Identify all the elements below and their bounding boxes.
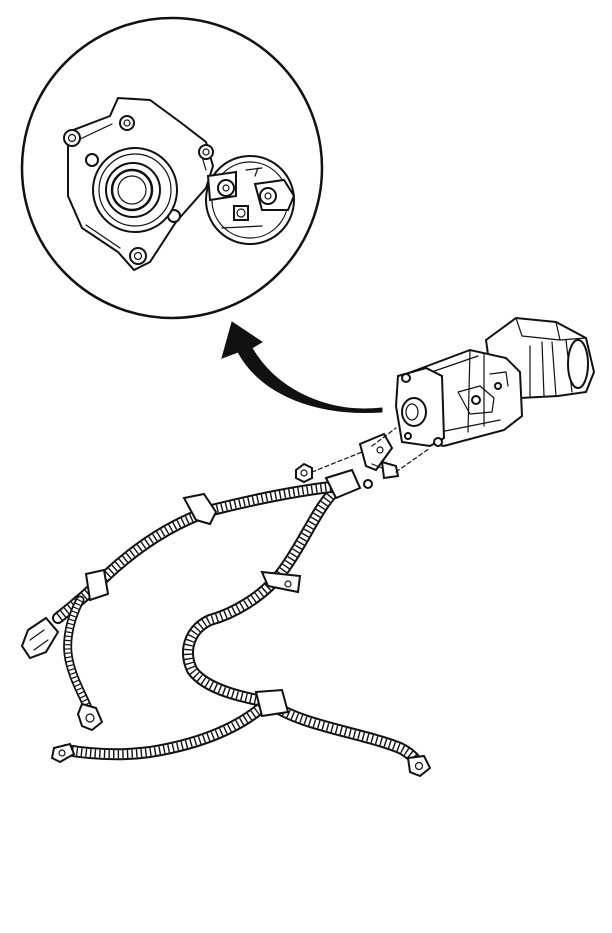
terminal-bracket: [358, 432, 400, 489]
harness-clip-upper: [182, 492, 218, 526]
terminal-nut: [295, 462, 313, 484]
starter-motor: [394, 316, 596, 448]
pinion-housing-boss: [92, 147, 178, 233]
left-ring-terminal: [50, 742, 76, 764]
callout-arrow: [221, 321, 383, 413]
left-connector: [20, 616, 60, 660]
alignment-lines: [311, 427, 431, 473]
harness-clip-mid: [260, 570, 302, 594]
harness-clip-starter: [324, 468, 362, 500]
right-ring-terminal: [406, 754, 432, 778]
harness-clip-split: [254, 688, 290, 718]
wiring-harness: [52, 468, 424, 770]
harness-clip-left: [84, 568, 110, 602]
solenoid-terminals: [205, 155, 296, 245]
detail-view: [20, 16, 324, 320]
ground-ring-terminal: [76, 702, 104, 732]
